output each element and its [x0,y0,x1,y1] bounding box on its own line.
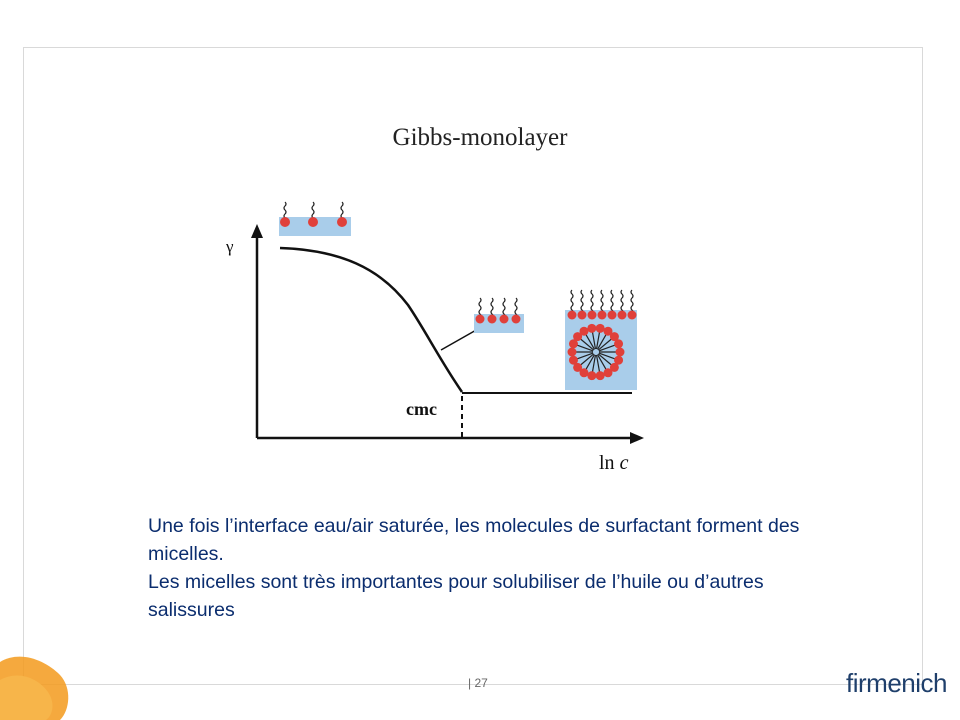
micelle-tail [598,352,615,360]
body-text: Une fois l’interface eau/air saturée, le… [148,512,838,624]
micelle-tail [595,354,601,372]
surfactant-tail [570,289,574,315]
micelle-head [567,347,577,357]
x-axis-arrow [630,432,644,444]
slide-frame [23,47,923,685]
micelle-head [595,323,605,333]
micelle-tail [577,352,594,360]
x-axis-label-variable: c [619,452,629,474]
surfactant-tail [580,289,584,315]
micelle-tail [595,332,601,350]
page-number: | 27 [468,676,488,690]
micelle-tail [580,338,595,351]
micelle-head [587,323,597,333]
micelle-head [568,355,578,365]
micelle-tail [591,354,597,372]
micelle-tail [591,332,597,350]
surfactant-tail [630,289,634,315]
surfactant-tail [620,289,624,315]
micelle-head [615,347,625,357]
x-axis-label: ln c [599,452,628,475]
micelle-head [579,326,589,336]
cmc-label: cmc [406,399,437,419]
micelle-head [579,368,589,378]
micelle-head [614,355,624,365]
orange-decoration [0,656,69,720]
micelle-head [603,326,613,336]
figure-title: Gibbs-monolayer [392,124,568,151]
paragraph-1: Une fois l’interface eau/air saturée, le… [148,515,800,565]
micelle-head [603,368,613,378]
surfactant-head [587,310,597,320]
surfactant-tail [600,289,604,315]
micelle-inset [565,289,637,390]
micelle-tail [585,334,596,350]
surfactant-tail [610,289,614,315]
surfactant-head [617,310,627,320]
x-axis-label-prefix: ln [599,452,615,474]
micelle-tail [580,353,595,366]
surfactant-head [607,310,617,320]
micelle-tail [597,338,612,351]
micelle-tail [577,344,594,352]
micelle-head [587,371,597,381]
micelle-head [573,332,583,342]
micelle-head [609,362,619,372]
surfactant-head [577,310,587,320]
micelle-tail [596,334,607,350]
y-axis-arrow [251,224,263,238]
micelle-tail [598,344,615,352]
surfactant-tail [590,289,594,315]
micelle-head [614,339,624,349]
micelle-tail [596,354,607,370]
micelle-head [568,339,578,349]
micelle-head [595,371,605,381]
monolayer-inset-low [279,201,351,236]
y-axis-label: γ [226,237,234,256]
micelle-head [609,332,619,342]
surface-tension-curve [279,246,464,393]
micelle-tail [597,353,612,366]
surfactant-head [627,310,637,320]
micelle-tail [585,354,596,370]
monolayer-inset-mid [474,297,524,333]
surfactant-head [567,310,577,320]
micelle-head [573,362,583,372]
company-logo: firmenich [846,668,947,698]
paragraph-2: Les micelles sont très importantes pour … [148,571,764,621]
pointer-line [440,328,479,351]
surfactant-head [597,310,607,320]
